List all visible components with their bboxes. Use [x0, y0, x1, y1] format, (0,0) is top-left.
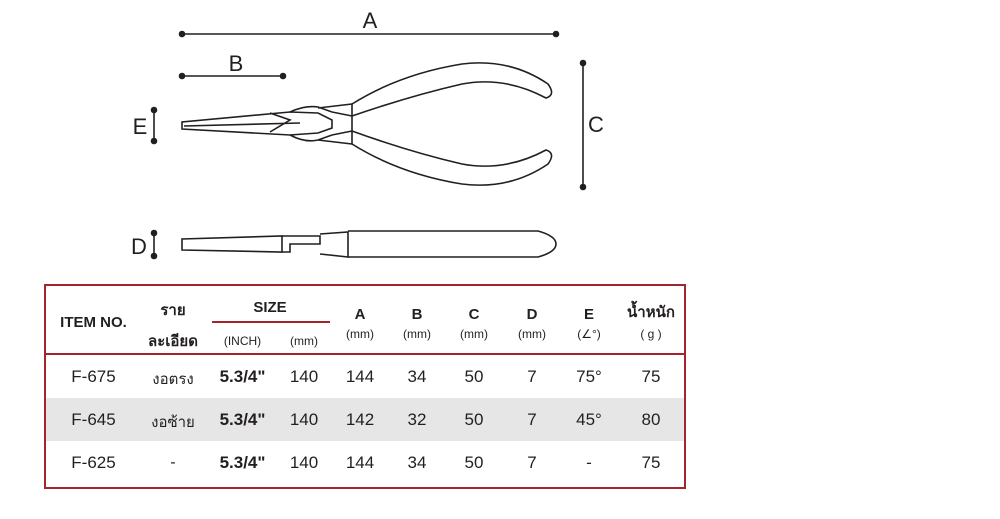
cell-e: 45°	[576, 410, 602, 429]
cell-d: 7	[527, 410, 537, 429]
table-row: F-645 งอซ้าย 5.3/4" 140 142 32 50 7 45° …	[46, 398, 684, 441]
cell-d: 7	[527, 367, 537, 386]
cell-detail: งอซ้าย	[151, 413, 195, 431]
header-b: B	[411, 306, 423, 323]
spec-table: ITEM NO. ราย ละเอียด SIZE (INCH) (mm) A …	[44, 284, 686, 489]
cell-size-inch: 5.3/4"	[219, 410, 266, 429]
cell-b: 34	[407, 367, 427, 386]
cell-d: 7	[527, 453, 537, 472]
cell-a: 144	[345, 367, 375, 386]
pliers-side-view	[181, 230, 557, 258]
header-e: E	[583, 306, 594, 323]
header-a: A	[354, 306, 366, 323]
header-a-unit: (mm)	[346, 327, 374, 341]
header-weight-unit: ( g )	[640, 327, 662, 341]
header-size-mm: (mm)	[290, 334, 318, 348]
table-row: F-625 - 5.3/4" 140 144 34 50 7 - 75	[46, 441, 684, 484]
header-size: SIZE	[253, 299, 287, 316]
dimension-c	[579, 59, 587, 191]
dimension-b	[178, 72, 287, 80]
header-d: D	[526, 306, 538, 323]
header-weight: น้ำหนัก	[627, 303, 675, 321]
pliers-diagram: A B C E D	[131, 8, 604, 260]
table-row: F-675 งอตรง 5.3/4" 140 144 34 50 7 75° 7…	[46, 355, 684, 398]
cell-a: 142	[345, 410, 375, 429]
cell-detail: งอตรง	[152, 370, 194, 388]
cell-e: -	[586, 453, 592, 472]
label-c: C	[588, 112, 604, 137]
cell-item: F-645	[71, 410, 116, 429]
header-e-unit: (∠°)	[577, 327, 601, 341]
header-b-unit: (mm)	[403, 327, 431, 341]
cell-item: F-675	[71, 367, 116, 386]
pliers-top-view	[181, 62, 553, 186]
header-d-unit: (mm)	[518, 327, 546, 341]
label-e: E	[133, 114, 148, 139]
cell-size-mm: 140	[289, 453, 319, 472]
dimension-a	[178, 30, 560, 38]
cell-b: 32	[407, 410, 427, 429]
cell-c: 50	[464, 453, 484, 472]
label-a: A	[363, 8, 378, 33]
label-b: B	[229, 51, 244, 76]
header-size-inch: (INCH)	[223, 334, 262, 348]
cell-weight: 75	[641, 367, 661, 386]
label-d: D	[131, 234, 147, 259]
table-header: ITEM NO. ราย ละเอียด SIZE (INCH) (mm) A …	[46, 286, 684, 355]
header-item-no: ITEM NO.	[60, 314, 127, 331]
header-c-unit: (mm)	[460, 327, 488, 341]
cell-size-inch: 5.3/4"	[219, 453, 266, 472]
header-c: C	[468, 306, 480, 323]
cell-c: 50	[464, 410, 484, 429]
dimension-e	[150, 106, 158, 145]
cell-size-mm: 140	[289, 367, 319, 386]
cell-item: F-625	[71, 453, 116, 472]
cell-e: 75°	[576, 367, 602, 386]
cell-weight: 75	[641, 453, 661, 472]
cell-size-inch: 5.3/4"	[219, 367, 266, 386]
header-detail-line2: ละเอียด	[148, 332, 198, 350]
dimension-d	[150, 229, 158, 260]
size-underline	[212, 321, 330, 323]
cell-a: 144	[345, 453, 375, 472]
cell-weight: 80	[641, 410, 661, 429]
cell-c: 50	[464, 367, 484, 386]
cell-detail: -	[170, 453, 176, 471]
cell-size-mm: 140	[289, 410, 319, 429]
header-detail-line1: ราย	[160, 301, 186, 319]
cell-b: 34	[407, 453, 427, 472]
